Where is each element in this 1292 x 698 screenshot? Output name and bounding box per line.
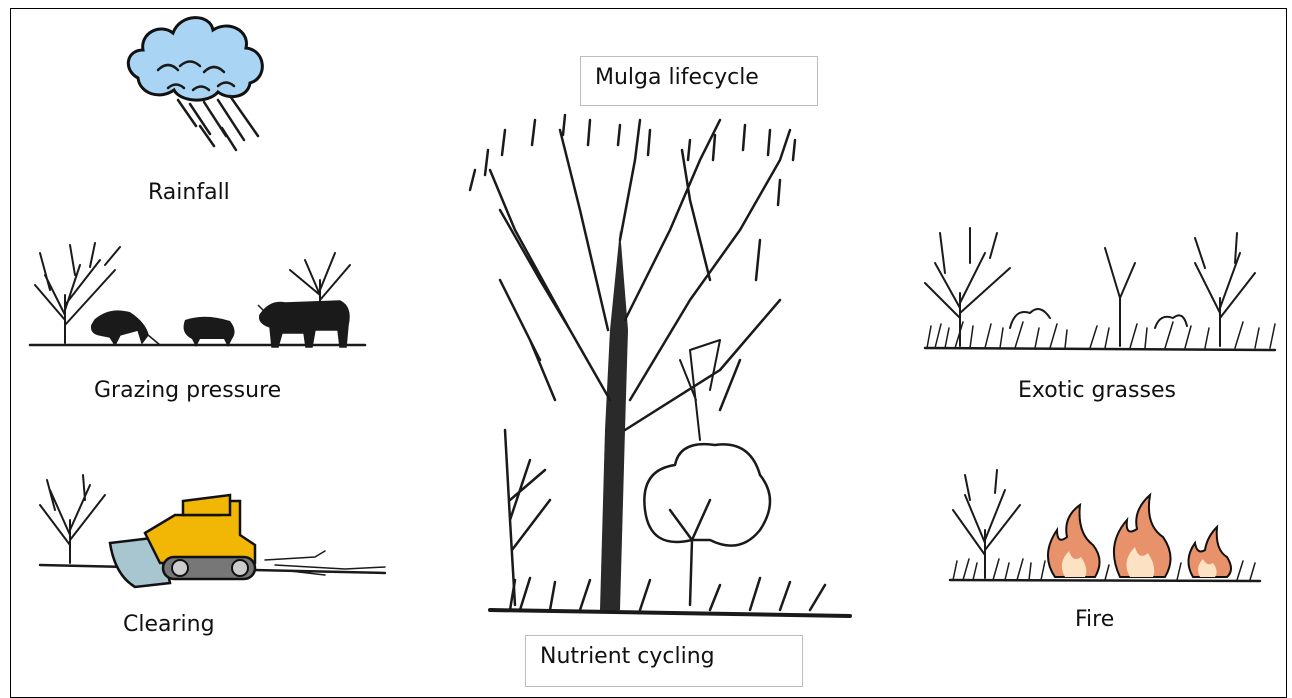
exotic-grasses-icon [915, 218, 1285, 368]
fire-label: Fire [1075, 607, 1114, 632]
mulga-lifecycle-title: Mulga lifecycle [580, 56, 818, 106]
fire-icon [945, 465, 1275, 595]
exotic-grasses-label: Exotic grasses [1018, 378, 1176, 403]
rain-cloud-icon [118, 8, 278, 168]
nutrient-cycling-label: Nutrient cycling [525, 635, 803, 687]
grazing-pressure-label: Grazing pressure [94, 378, 281, 403]
bulldozer-icon [25, 465, 395, 595]
rainfall-label: Rainfall [148, 180, 230, 205]
clearing-label: Clearing [123, 612, 215, 637]
grazing-animals-icon [20, 235, 370, 355]
mulga-tree-icon [460, 100, 860, 620]
